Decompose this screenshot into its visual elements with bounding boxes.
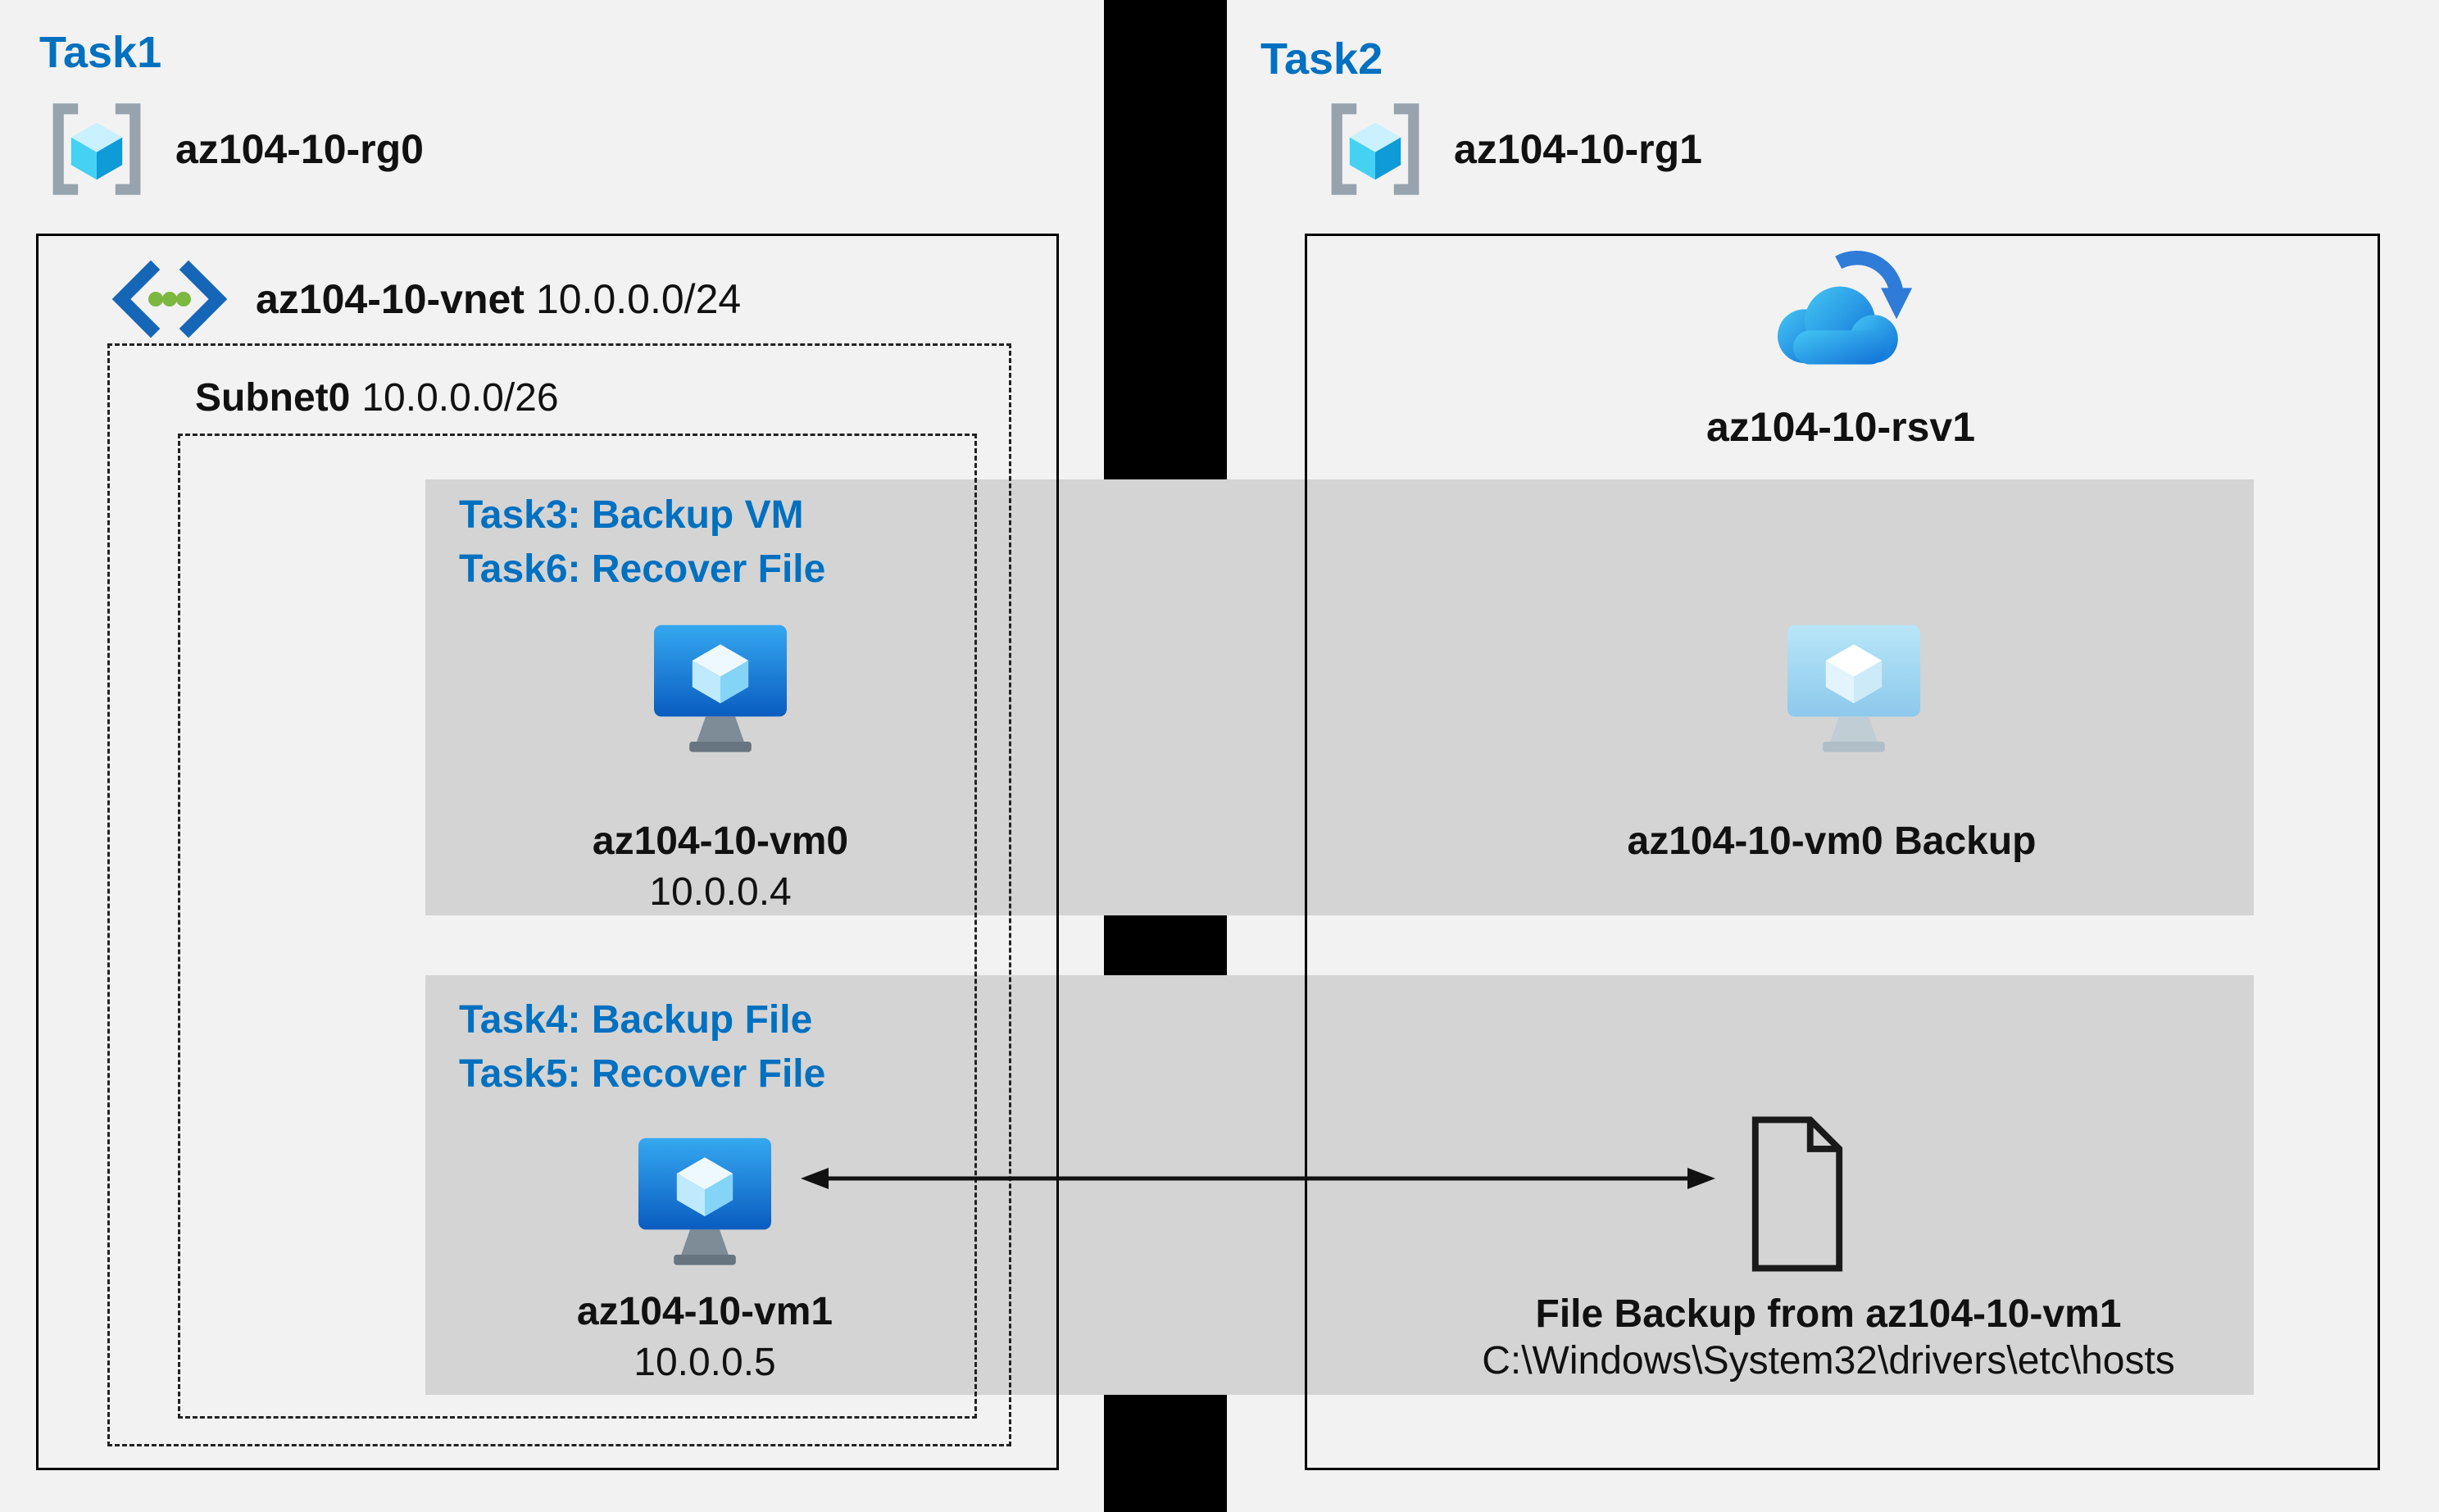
file-backup-path: C:\Windows\System32\drivers\etc\hosts [1482, 1339, 2175, 1383]
rg1-header: az104-10-rg1 [1326, 100, 1702, 198]
subnet0-name: Subnet0 [195, 376, 351, 420]
file-document-icon [1746, 1113, 1849, 1275]
vault-name: az104-10-rsv1 [1705, 404, 1976, 450]
vm1-ip: 10.0.0.5 [634, 1341, 776, 1384]
vm0-ip: 10.0.0.4 [649, 870, 792, 914]
vm1-icon [631, 1129, 779, 1277]
rg1-boundary [1305, 234, 2380, 1470]
vnet-icon [108, 258, 231, 340]
vm1-task-line2: Task5: Recover File [459, 1052, 826, 1096]
double-headed-arrow [799, 1154, 1717, 1203]
rg0-name: az104-10-rg0 [175, 126, 424, 172]
rg0-header: az104-10-rg0 [48, 100, 424, 198]
vm-backup-faded-icon [1780, 616, 1928, 764]
subnet0-boundary [107, 343, 1011, 1446]
rg0-boundary [36, 234, 1059, 1470]
vm0-task-line1: Task3: Backup VM [459, 493, 804, 537]
task2-label: Task2 [1260, 34, 1383, 84]
vm0-task-line2: Task6: Recover File [459, 547, 826, 591]
vm0-task-note: Task3: Backup VM Task6: Recover File [459, 488, 825, 597]
vnet-name: az104-10-vnet [256, 276, 525, 322]
vnet-cidr: 10.0.0.0/24 [535, 276, 742, 322]
resource-group-icon [1326, 100, 1424, 198]
rg1-name: az104-10-rg1 [1454, 126, 1702, 172]
subnet0-cidr: 10.0.0.0/26 [361, 376, 559, 420]
task1-label: Task1 [39, 28, 162, 77]
vm0-name: az104-10-vm0 [592, 820, 849, 863]
vm1-task-line1: Task4: Backup File [459, 998, 813, 1042]
vm-backup-label: az104-10-vm0 Backup [1627, 820, 2037, 863]
vm1-name: az104-10-vm1 [576, 1290, 833, 1333]
vm1-task-note: Task4: Backup File Task5: Recover File [459, 993, 825, 1101]
resource-group-icon [48, 100, 146, 198]
recovery-vault-cloud-icon [1762, 242, 1918, 385]
subnet0-inner-boundary [178, 434, 977, 1419]
vm0-icon [647, 616, 794, 764]
file-backup-title: File Backup from az104-10-vm1 [1535, 1292, 2122, 1336]
